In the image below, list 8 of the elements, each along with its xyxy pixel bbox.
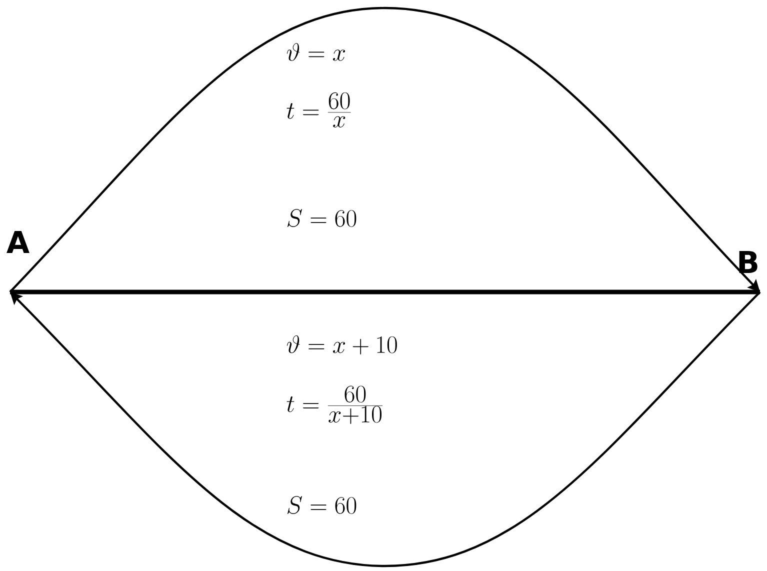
formula: $S = 60$ (287, 208, 356, 228)
point-label: A (6, 231, 30, 253)
formula: $\vartheta = x + 10$ (286, 335, 397, 354)
point-label: B (739, 251, 758, 273)
formula: $\vartheta = x$ (286, 43, 346, 61)
formula: $t = \frac{60}{x}$ (286, 92, 351, 128)
formula: $t = \frac{60}{x+10}$ (286, 386, 382, 424)
formula: $S = 60$ (287, 496, 356, 514)
